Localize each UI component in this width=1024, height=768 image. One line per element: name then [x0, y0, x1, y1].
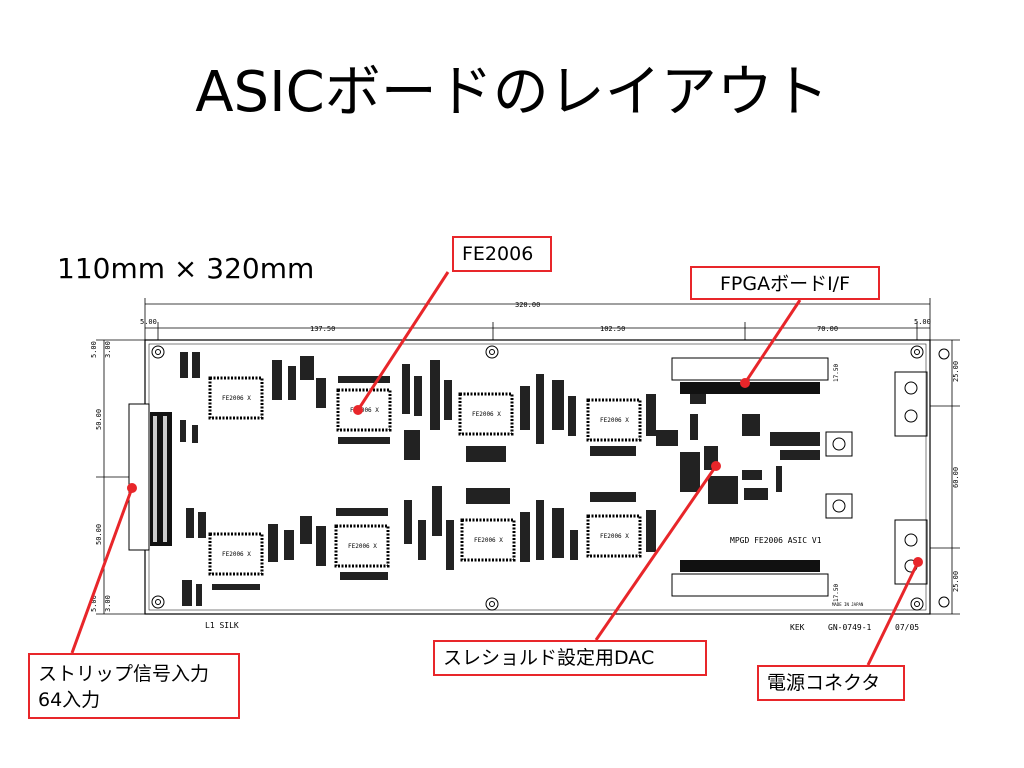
leader-strip-input — [70, 487, 134, 654]
dim-left-bot1: 5.00 — [90, 595, 98, 612]
dim-right-margin: 5.00 — [914, 318, 931, 326]
svg-text:FE2006 X: FE2006 X — [600, 417, 629, 424]
date-label: 07/05 — [895, 623, 919, 632]
asic-chip: FE2006 X — [586, 398, 642, 442]
asic-chip: FE2006 X — [586, 514, 642, 558]
svg-text:FE2006 X: FE2006 X — [600, 533, 629, 540]
leader-dot-power — [913, 557, 923, 567]
leader-dot-strip-input — [127, 483, 137, 493]
svg-text:FE2006 X: FE2006 X — [350, 407, 379, 414]
callout-fe2006-text: FE2006 — [462, 243, 534, 265]
asic-chip: FE2006 X — [458, 392, 514, 436]
dim-seg3: 70.00 — [817, 325, 838, 333]
svg-text:FE2006 X: FE2006 X — [474, 537, 503, 544]
leader-dot-dac — [711, 461, 721, 471]
leader-dac — [594, 465, 718, 641]
fpga-interface-connectors — [671, 357, 829, 597]
callout-strip-line1: ストリップ信号入力 — [38, 663, 210, 685]
small-components — [180, 352, 820, 606]
dim-left-mid1: 50.00 — [95, 409, 103, 430]
callout-strip-line2: 64入力 — [38, 689, 101, 711]
dim-seg2: 102.50 — [600, 325, 625, 333]
dim-right-mid: 60.00 — [952, 467, 960, 488]
leader-dot-fe2006 — [353, 405, 363, 415]
callout-dac-text: スレショルド設定用DAC — [443, 647, 655, 669]
callout-fpga-interface: FPGAボードI/F — [690, 266, 880, 300]
dim-left-top2: 3.00 — [104, 341, 112, 358]
asic-chip: FE2006 X — [336, 388, 392, 432]
right-dimensions — [930, 339, 960, 615]
leader-fe2006 — [356, 271, 450, 411]
asic-chips: FE2006 X FE2006 X FE2006 X FE2006 X FE20… — [208, 376, 642, 576]
top-dimensions — [144, 298, 931, 340]
dim-right-top: 25.00 — [952, 361, 960, 382]
maker-label: KEK — [790, 623, 805, 632]
dim-left-margin: 5.00 — [140, 318, 157, 326]
asic-chip: FE2006 X — [208, 532, 264, 576]
dim-left-top1: 5.00 — [90, 341, 98, 358]
dim-fpga-bot: 17.50 — [833, 584, 840, 602]
dim-fpga-top: 17.50 — [833, 364, 840, 382]
svg-text:FE2006 X: FE2006 X — [348, 543, 377, 550]
callout-power-connector: 電源コネクタ — [757, 665, 905, 701]
svg-text:FE2006 X: FE2006 X — [222, 395, 251, 402]
asic-chip: FE2006 X — [460, 518, 516, 562]
asic-chip: FE2006 X — [208, 376, 264, 420]
callout-strip-input: ストリップ信号入力 64入力 — [28, 653, 240, 719]
dim-right-bot: 25.00 — [952, 571, 960, 592]
callout-power-text: 電源コネクタ — [767, 672, 881, 694]
callout-threshold-dac: スレショルド設定用DAC — [433, 640, 707, 676]
dim-seg1: 137.50 — [310, 325, 335, 333]
callout-fpga-text: FPGAボードI/F — [719, 273, 851, 295]
leader-power — [866, 561, 920, 666]
callout-leaders — [70, 271, 923, 666]
leader-dot-fpga — [740, 378, 750, 388]
asic-chip: FE2006 X — [334, 524, 390, 568]
dim-left-bot2: 3.00 — [104, 595, 112, 612]
callout-fe2006: FE2006 — [452, 236, 552, 272]
board-dimensions: 110mm × 320mm — [57, 252, 315, 285]
power-connectors — [825, 371, 928, 585]
dim-total: 320.00 — [515, 301, 540, 309]
svg-text:FE2006 X: FE2006 X — [472, 411, 501, 418]
mounting-holes — [151, 345, 950, 611]
leader-fpga — [743, 299, 802, 384]
board-name: MPGD FE2006 ASIC V1 — [730, 536, 822, 545]
silk-label: L1 SILK — [205, 621, 239, 630]
dim-left-mid2: 50.00 — [95, 524, 103, 545]
part-number: GN-0749-1 — [828, 623, 872, 632]
made-in-label: MADE IN JAPAN — [832, 602, 864, 607]
svg-text:FE2006 X: FE2006 X — [222, 551, 251, 558]
page-title: ASICボードのレイアウト — [195, 60, 829, 125]
strip-input-connector — [128, 403, 172, 551]
